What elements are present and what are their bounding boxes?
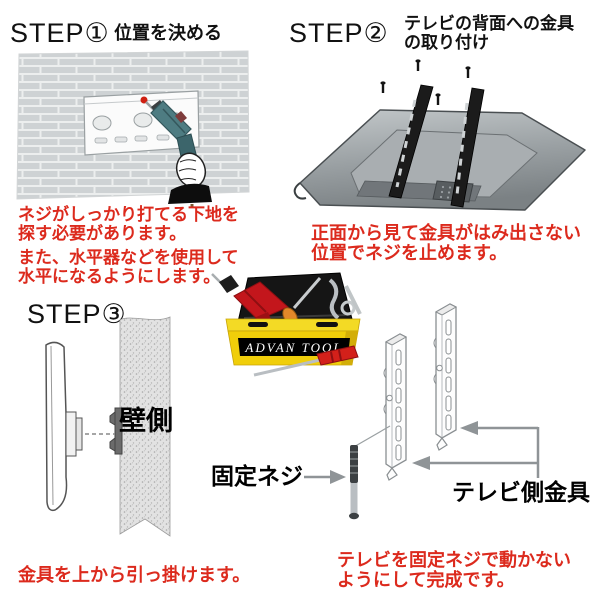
step3-bracket-illustration (304, 303, 540, 520)
step1-title: 位置を決める (114, 23, 222, 43)
drill-in-box-icon (211, 273, 289, 326)
step3-note-left: 金具を上から引っ掛けます。 (18, 565, 251, 585)
toolbox-brand-label: ADVAN TOOL (244, 340, 342, 355)
step2-title-line: テレビの背面への金具 (404, 14, 574, 33)
tv-bracket-right (433, 303, 457, 451)
red-screwdriver-icon (253, 345, 359, 377)
mounting-rail-left (388, 84, 434, 199)
cable (293, 182, 307, 200)
step1-heading: STEP① (10, 18, 110, 48)
fixing-screw-label: 固定ネジ (211, 463, 303, 489)
toolbox-icon: ADVAN TOOL (211, 272, 362, 377)
step1-illustration (16, 50, 250, 208)
tv-bracket-left (383, 333, 407, 481)
mounting-rail-right (450, 87, 485, 208)
fixing-screw (349, 425, 391, 520)
note-line: 水平になるようにします。 (18, 267, 221, 286)
step2-title: テレビの背面への金具 の取り付け (404, 14, 574, 52)
step3-heading: STEP③ (27, 299, 127, 329)
sleeve (168, 183, 212, 204)
wrench-icon (328, 278, 362, 320)
tv-bracket-label: テレビ側金具 (452, 479, 590, 505)
screw-pointer-arrow (304, 470, 346, 484)
screw-point (140, 96, 148, 104)
step3-note-right: テレビを固定ネジで動かない ようにして完成です。 (337, 550, 571, 590)
step1-note: ネジがしっかり打てる下地を 探す必要があります。 また、水平器などを使用して 水… (18, 205, 239, 286)
note-line: ネジがしっかり打てる下地を (18, 205, 239, 224)
bracket-pointer-arrows (412, 421, 540, 478)
note-line: テレビを固定ネジで動かない (337, 550, 571, 570)
step2-title-line: の取り付け (404, 33, 489, 52)
step2-illustration (293, 59, 586, 211)
screws (380, 59, 471, 105)
note-line: また、水平器などを使用して (18, 248, 239, 267)
note-line: 探す必要があります。 (18, 224, 187, 243)
tv-back (293, 109, 586, 211)
step2-heading: STEP② (289, 18, 389, 48)
note-line: 位置でネジを止めます。 (311, 243, 508, 263)
step3-wall-illustration (45, 316, 171, 537)
wall-bracket (109, 407, 123, 455)
hand (168, 152, 212, 208)
wall-side-label: 壁側 (119, 406, 173, 436)
note-line: ようにして完成です。 (337, 570, 515, 590)
leader-line (351, 425, 391, 449)
wall-column (119, 316, 171, 537)
tv-side-view (45, 341, 115, 512)
note-line: 正面から見て金具がはみ出さない (311, 223, 581, 243)
step2-note: 正面から見て金具がはみ出さない 位置でネジを止めます。 (311, 223, 581, 263)
brand-band (238, 338, 350, 356)
